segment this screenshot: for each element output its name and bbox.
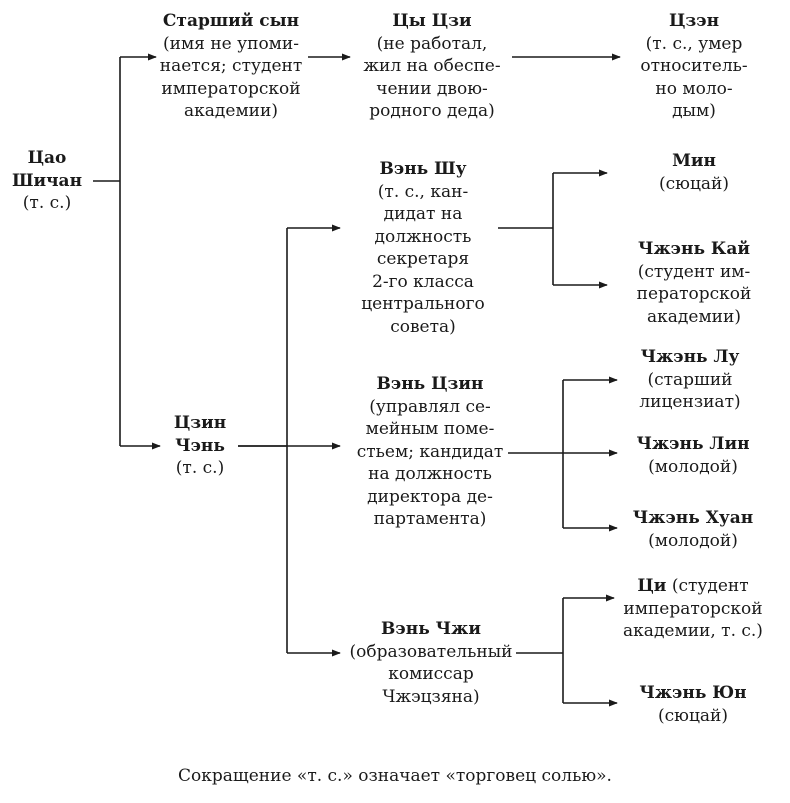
node-tszin-chen-name: Цзин Чэнь — [173, 413, 227, 456]
node-tsi: Ци (студент императорской академии, т. с… — [602, 575, 784, 643]
node-tsao-shichan-name: Цао Шичан — [11, 148, 83, 191]
node-tszen-note: (т. с., умер относитель- но моло- дым) — [640, 33, 748, 122]
node-tsy-tszi: Цы Цзи (не работал, жил на обеспе- чении… — [352, 10, 512, 123]
node-chzhen-lu-note: (старший лицензиат) — [639, 369, 741, 413]
node-chzhen-lin-name: Чжэнь Лин — [636, 434, 750, 454]
node-tsy-tszi-note: (не работал, жил на обеспе- чении двою- … — [363, 33, 501, 122]
node-ven-shu-name: Вэнь Шу — [379, 159, 467, 179]
diagram-caption: Сокращение «т. с.» означает «торговец со… — [178, 766, 612, 786]
node-chzhen-yun: Чжэнь Юн (сюцай) — [620, 682, 766, 727]
node-tszen-name: Цзэн — [668, 11, 720, 31]
node-tsao-shichan-note: (т. с.) — [22, 193, 72, 213]
node-ven-tszin-name: Вэнь Цзин — [376, 374, 484, 394]
node-ven-chzhi: Вэнь Чжи (образовательный комиссар Чжэцз… — [342, 618, 520, 708]
node-ven-shu: Вэнь Шу (т. с., кан- дидат на должность … — [348, 158, 498, 338]
node-eldest-son-note: (имя не упоми- нается; студент император… — [159, 33, 303, 122]
node-chzhen-khuan-name: Чжэнь Хуан — [632, 508, 754, 528]
node-ven-tszin-note: (управлял се- мейным поме- стьем; кандид… — [356, 396, 504, 530]
node-chzhen-khuan-note: (молодой) — [648, 530, 738, 551]
node-min-note: (сюцай) — [659, 173, 729, 194]
node-chzhen-yun-name: Чжэнь Юн — [639, 683, 747, 703]
node-chzhen-khuan: Чжэнь Хуан (молодой) — [620, 507, 766, 552]
node-min: Мин (сюцай) — [624, 150, 764, 195]
node-chzhen-lu: Чжэнь Лу (старший лицензиат) — [620, 346, 760, 414]
node-ven-shu-note: (т. с., кан- дидат на должность секретар… — [361, 181, 485, 337]
node-tsy-tszi-name: Цы Цзи — [392, 11, 472, 31]
node-chzhen-kai-note: (студент им- ператорской академии) — [636, 261, 752, 327]
node-chzhen-lin: Чжэнь Лин (молодой) — [620, 433, 766, 478]
node-tsao-shichan: Цао Шичан (т. с.) — [2, 147, 92, 215]
node-ven-tszin: Вэнь Цзин (управлял се- мейным поме- сть… — [350, 373, 510, 531]
node-chzhen-lu-name: Чжэнь Лу — [640, 347, 740, 367]
node-min-name: Мин — [672, 151, 716, 171]
node-tszin-chen: Цзин Чэнь (т. с.) — [160, 412, 240, 480]
node-ven-chzhi-note: (образовательный комиссар Чжэцзяна) — [349, 641, 513, 707]
node-chzhen-lin-note: (молодой) — [648, 456, 738, 477]
node-chzhen-kai-name: Чжэнь Кай — [637, 239, 751, 259]
node-eldest-son: Старший сын (имя не упоми- нается; студе… — [152, 10, 310, 123]
node-tszen: Цзэн (т. с., умер относитель- но моло- д… — [624, 10, 764, 123]
node-chzhen-yun-note: (сюцай) — [658, 705, 728, 726]
node-tsi-name: Ци — [637, 576, 667, 596]
node-tsi-note: (студент императорской академии, т. с.) — [623, 576, 763, 641]
node-ven-chzhi-name: Вэнь Чжи — [381, 619, 481, 639]
node-chzhen-kai: Чжэнь Кай (студент им- ператорской акаде… — [614, 238, 774, 328]
node-tszin-chen-note: (т. с.) — [175, 458, 225, 478]
node-eldest-son-name: Старший сын — [162, 11, 300, 31]
